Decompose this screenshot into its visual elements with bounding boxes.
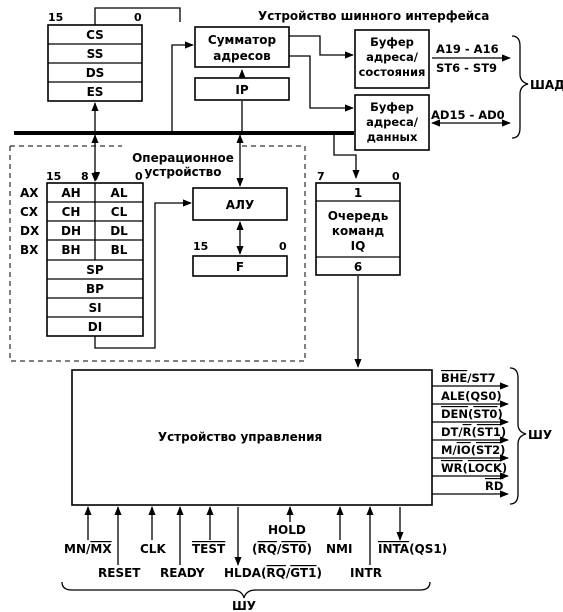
sig-hlda: HLDA(RQ/GT1) xyxy=(224,566,322,580)
control-bottom-signals: MN/MX CLK TEST HOLD (RQ/ST0) NMI INTA(QS… xyxy=(64,506,447,580)
alu-label: АЛУ xyxy=(226,198,255,212)
reg-bh: BH xyxy=(61,243,80,257)
instruction-queue: 1 Очередь команд IQ 6 xyxy=(315,182,401,276)
address-adder: Сумматор адресов xyxy=(194,26,290,68)
sig-hold: HOLD xyxy=(268,523,306,537)
sig-intr: INTR xyxy=(350,566,382,580)
flags-bit-hi: 15 xyxy=(193,240,208,253)
seg-bit-lo: 0 xyxy=(134,11,142,24)
control-unit-label: Устройство управления xyxy=(158,430,322,444)
buf-data-line3: данных xyxy=(367,130,418,144)
sig-wr: WR(LOCK) xyxy=(441,461,507,475)
reg-di: DI xyxy=(88,320,102,334)
sig-nmi: NMI xyxy=(326,542,352,556)
sig-mnmx: MN/MX xyxy=(64,542,112,556)
gp-bit15: 15 xyxy=(46,170,61,183)
queue-bottom: 6 xyxy=(354,260,362,274)
sig-test: TEST xyxy=(192,542,226,556)
sig-rq0: (RQ/ST0) xyxy=(252,542,312,556)
sig-ale: ALE(QS0) xyxy=(441,389,502,403)
exec-unit-border xyxy=(9,145,306,362)
gp-bit0: 0 xyxy=(135,170,143,183)
bus-interface-title: Устройство шинного интерфейса xyxy=(258,9,489,23)
ip-label: IP xyxy=(235,83,248,97)
exec-unit-line1: Операционное xyxy=(132,151,234,165)
signal-ad15-ad0: AD15 - AD0 xyxy=(431,108,505,122)
reg-bp: BP xyxy=(86,282,104,296)
sig-ready: READY xyxy=(160,566,205,580)
seg-bit-hi: 15 xyxy=(48,11,63,24)
bus-to-queue-arrow xyxy=(333,133,360,179)
reg-bx: BX xyxy=(20,243,39,257)
reg-si: SI xyxy=(88,301,101,315)
sig-reset: RESET xyxy=(98,566,141,580)
reg-es: ES xyxy=(87,85,104,99)
address-status-buffer: Буфер адреса/ состояния xyxy=(354,29,430,89)
reg-cs: CS xyxy=(86,28,104,42)
exec-unit-line2: устройство xyxy=(144,165,221,179)
reg-bl: BL xyxy=(111,243,128,257)
reg-ds: DS xyxy=(86,66,105,80)
shad-brace xyxy=(511,35,529,139)
flags-label: F xyxy=(236,260,244,274)
alu: АЛУ xyxy=(192,187,288,221)
reg-ss: SS xyxy=(87,47,104,61)
shu-right-label: ШУ xyxy=(528,428,552,442)
reg-ch: CH xyxy=(62,205,81,219)
reg-ax: AX xyxy=(20,186,39,200)
flags-bit-lo: 0 xyxy=(279,240,287,253)
reg-sp: SP xyxy=(86,263,104,277)
shu-bottom-label: ШУ xyxy=(232,599,256,612)
control-unit: Устройство управления xyxy=(71,369,433,506)
reg-cl: CL xyxy=(111,205,128,219)
queue-line2: команд xyxy=(332,224,385,238)
flags-register: F xyxy=(192,255,288,277)
sig-bhe: BHE/ST7 xyxy=(441,371,496,385)
queue-line3: IQ xyxy=(351,239,366,253)
shu-bottom-brace xyxy=(61,581,431,599)
shad-label: ШАД xyxy=(530,78,563,92)
queue-line1: Очередь xyxy=(328,209,389,223)
queue-bit-hi: 7 xyxy=(317,170,325,183)
adder-to-data-buffer xyxy=(289,55,354,112)
sig-inta: INTA(QS1) xyxy=(378,542,447,556)
reg-al: AL xyxy=(111,186,128,200)
bus-to-adder-line xyxy=(171,41,194,131)
seg-to-adder-line xyxy=(94,7,181,25)
general-registers: AX CX DX BX AH AL CH CL DH DL BH BL SP B… xyxy=(20,182,144,337)
segment-registers: CS SS DS ES xyxy=(47,24,143,102)
buf-status-line1: Буфер xyxy=(370,35,414,49)
reg-ah: AH xyxy=(61,186,80,200)
signal-st6-st9: ST6 - ST9 xyxy=(436,61,497,75)
queue-top: 1 xyxy=(354,186,362,200)
gp-bit8: 8 xyxy=(81,170,89,183)
buf-data-line1: Буфер xyxy=(370,100,414,114)
reg-dx: DX xyxy=(20,224,40,238)
address-data-buffer: Буфер адреса/ данных xyxy=(354,94,430,151)
reg-dh: DH xyxy=(61,224,81,238)
sig-clk: CLK xyxy=(140,542,166,556)
gp-bit7: 7 xyxy=(93,170,101,183)
adder-to-status-buffer xyxy=(289,35,354,59)
sig-den: DEN(ST0) xyxy=(441,407,503,421)
shu-right-brace xyxy=(509,367,527,505)
sig-mio: M/IO(ST2) xyxy=(441,443,505,457)
sig-dtr: DT/R(ST1) xyxy=(441,425,506,439)
buf-status-line3: состояния xyxy=(359,65,426,79)
reg-cx: CX xyxy=(20,205,39,219)
queue-bit-lo: 0 xyxy=(392,170,400,183)
control-right-signals: BHE/ST7 ALE(QS0) DEN(ST0) DT/R(ST1) M/IO… xyxy=(432,371,509,498)
instruction-pointer: IP xyxy=(194,77,290,101)
reg-dl: DL xyxy=(110,224,128,238)
adder-line2: адресов xyxy=(213,49,271,63)
signal-a19-a16: A19 - A16 xyxy=(436,42,499,56)
sig-rd: RD xyxy=(485,479,503,493)
adder-line1: Сумматор xyxy=(208,33,277,47)
gp-to-alu-line xyxy=(94,199,192,349)
buf-status-line2: адреса/ xyxy=(366,50,419,64)
buf-data-line2: адреса/ xyxy=(366,115,419,129)
